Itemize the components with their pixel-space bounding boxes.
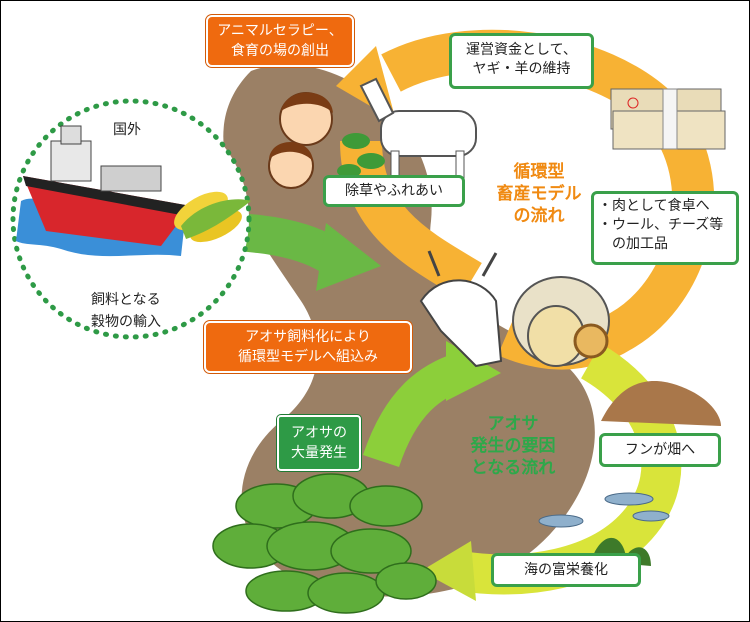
aosa-feed-line1: アオサ飼料化により	[245, 329, 371, 345]
corn-icon	[174, 191, 251, 243]
weeding-label: 除草やふれあい	[345, 183, 443, 199]
cycle-title-line2: 畜産モデル	[496, 184, 582, 204]
funds-line2: ヤギ・羊の維持	[472, 61, 571, 77]
import-arrowhead	[316, 223, 381, 291]
cycle-title-line1: 循環型	[513, 162, 565, 182]
meat-box: ・肉として食卓へ ・ウール、チーズ等 の加工品	[591, 191, 739, 265]
funds-line1: 運営資金として、	[466, 42, 577, 58]
lower-cycle-arrowhead	[421, 541, 476, 601]
fish-icon	[538, 492, 670, 528]
manure-label: フンが畑へ	[624, 442, 696, 458]
manure-box: フンが畑へ	[599, 433, 721, 467]
animal-therapy-box: アニマルセラピー、 食育の場の創出	[206, 15, 354, 67]
aosa-feed-box: アオサ飼料化により 循環型モデルへ組込み	[204, 321, 412, 373]
meat-line2: ・ウール、チーズ等	[598, 217, 724, 233]
children-icon	[268, 92, 333, 189]
import-label-line2: 穀物の輸入	[91, 314, 161, 330]
animal-therapy-line1: アニマルセラピー、	[217, 23, 343, 39]
sheep-icon	[512, 276, 610, 367]
aosa-mass-box: アオサの 大量発生	[277, 415, 361, 471]
upper-cycle-tail	[340, 140, 482, 300]
import-label-line1: 飼料となる	[91, 292, 161, 308]
eutrophication-label: 海の富栄養化	[524, 562, 608, 578]
plant-icon	[337, 133, 385, 178]
animal-therapy-line2: 食育の場の創出	[231, 43, 329, 59]
goat-head-icon	[419, 250, 503, 368]
aosa-feed-line2: 循環型モデルへ組込み	[238, 349, 378, 365]
aosa-cause-title: アオサ 発生の要因 となる流れ	[453, 413, 573, 479]
meat-line3: の加工品	[598, 236, 668, 252]
cycle-title-line3: の流れ	[513, 206, 565, 226]
eutrophication-box: 海の富栄養化	[491, 553, 641, 587]
goat-icon	[359, 77, 477, 182]
meat-line1: ・肉として食卓へ	[598, 198, 710, 214]
ship-icon	[23, 125, 191, 246]
weeding-box: 除草やふれあい	[323, 175, 465, 207]
manure-pile-icon	[601, 381, 721, 426]
cycle-title: 循環型 畜産モデル の流れ	[479, 161, 599, 227]
seaweed-icon	[212, 473, 437, 614]
lower-green-arrowhead	[446, 341, 501, 401]
aosa-cause-line1: アオサ	[487, 414, 539, 434]
money-bundle-icon	[610, 88, 726, 150]
aosa-cause-line2: 発生の要因	[470, 436, 556, 456]
aosa-mass-line1: アオサの	[291, 425, 347, 441]
funds-box: 運営資金として、 ヤギ・羊の維持	[449, 33, 594, 89]
overseas-label: 国外	[113, 122, 141, 138]
aosa-mass-line2: 大量発生	[291, 445, 347, 461]
aosa-cause-line3: となる流れ	[470, 458, 556, 478]
